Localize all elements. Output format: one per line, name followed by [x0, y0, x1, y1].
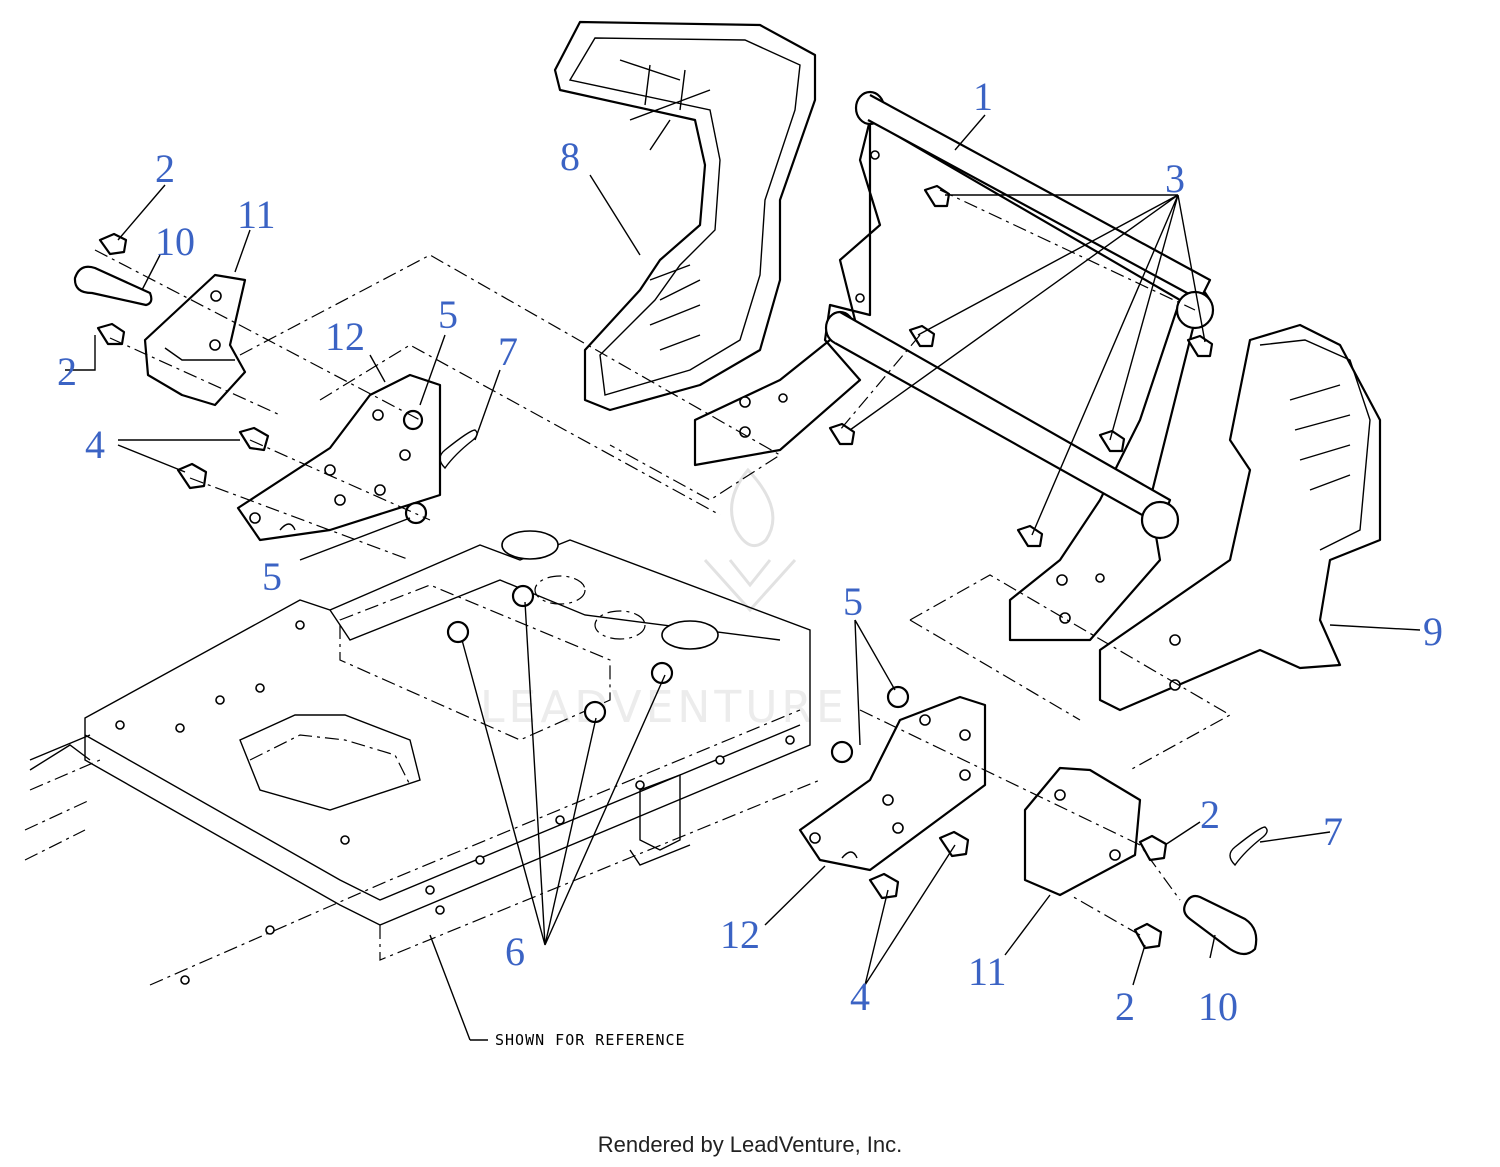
left-hitch-bracket [73, 232, 247, 407]
callout-8: 8 [560, 134, 580, 179]
callout-7-right: 7 [1323, 809, 1343, 854]
callout-2-bottom-right: 2 [1115, 984, 1135, 1029]
callout-2-right: 2 [1200, 792, 1220, 837]
callout-5-right: 5 [843, 579, 863, 624]
reference-note: SHOWN FOR REFERENCE [495, 1031, 686, 1049]
frame-nuts [446, 584, 674, 724]
right-mount-plate [798, 685, 987, 900]
callout-2-top-left: 2 [155, 146, 175, 191]
left-side-guard [553, 20, 817, 412]
callout-12-right: 12 [720, 912, 760, 957]
callout-1: 1 [973, 74, 993, 119]
callout-9: 9 [1423, 609, 1443, 654]
callout-3: 3 [1165, 156, 1185, 201]
watermark-logo: LEADVENTURE [480, 467, 848, 733]
callout-10-left: 10 [155, 219, 195, 264]
watermark-text: LEADVENTURE [480, 682, 848, 733]
callout-7-left: 7 [498, 329, 518, 374]
left-hardware [176, 409, 478, 525]
left-mount-plate [236, 373, 442, 542]
right-hitch-bracket [1023, 766, 1268, 956]
roll-bar-bolts [828, 184, 1214, 548]
callout-11-right: 11 [968, 949, 1007, 994]
mower-frame [24, 530, 821, 986]
assembly-lines [94, 189, 1232, 936]
callout-2-left: 2 [57, 349, 77, 394]
callouts: 1 2 2 2 2 3 4 4 5 5 5 6 7 7 8 9 10 10 11… [57, 74, 1443, 1029]
callout-10-right: 10 [1198, 984, 1238, 1029]
roll-bar-frame [693, 90, 1215, 642]
callout-4-right: 4 [850, 974, 870, 1019]
callout-6: 6 [505, 929, 525, 974]
callout-5-top: 5 [438, 292, 458, 337]
leader-lines [65, 114, 1421, 1041]
footer-credit: Rendered by LeadVenture, Inc. [597, 1132, 903, 1157]
callout-4-left: 4 [85, 422, 105, 467]
callout-12-left: 12 [325, 314, 365, 359]
callout-5-left: 5 [262, 554, 282, 599]
right-side-guard [1098, 323, 1382, 712]
callout-11-left: 11 [237, 192, 276, 237]
